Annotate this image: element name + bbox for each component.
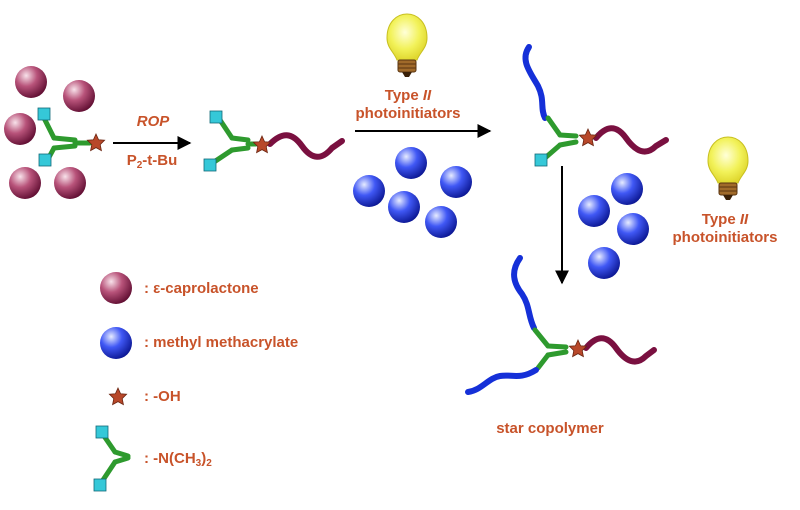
- amine-sub: 3: [195, 458, 202, 469]
- hydroxyl-star-icon: [87, 133, 105, 152]
- mma-monomer: [395, 147, 427, 179]
- pcl-chain: [267, 132, 345, 160]
- type-roman: II: [739, 211, 749, 228]
- legend-amine-label: : -N(CH3)2: [144, 450, 212, 469]
- mma-monomer: [588, 247, 620, 279]
- caprolactone-monomer: [15, 66, 47, 98]
- mma-monomers: [578, 173, 649, 279]
- catalyst-p: P: [126, 152, 137, 169]
- photoinitiators-text: photoinitiators: [672, 229, 778, 246]
- legend-caprolactone-label: : ε-caprolactone: [144, 280, 259, 297]
- photoinitiator-label-1: Type II photoinitiators: [328, 87, 488, 123]
- caprolactone-monomers: [4, 66, 95, 199]
- legend-caprolactone-swatch: [100, 272, 132, 304]
- pmma-chain: [522, 44, 548, 121]
- product-label: star copolymer: [496, 420, 604, 437]
- hydroxyl-star-icon: [252, 135, 272, 154]
- legend-mma-label: : methyl methacrylate: [144, 334, 299, 351]
- initiator-molecule: [37, 107, 105, 167]
- caprolactone-monomer: [54, 167, 86, 199]
- legend: [93, 272, 132, 492]
- mma-monomer: [578, 195, 610, 227]
- legend-mma-swatch: [100, 327, 132, 359]
- hydroxyl-star-icon: [579, 128, 597, 147]
- pcl-chain: [583, 335, 657, 365]
- mma-monomer: [611, 173, 643, 205]
- mma-monomer: [440, 166, 472, 198]
- light-bulb-icon: [386, 13, 428, 78]
- caprolactone-monomer: [4, 113, 36, 145]
- catalyst-label: P2-t-Bu: [110, 152, 194, 171]
- pcl-chain: [593, 125, 669, 155]
- caprolactone-monomer: [9, 167, 41, 199]
- legend-oh-label: : -OH: [144, 388, 181, 405]
- rop-label: ROP: [118, 113, 188, 131]
- pcl-macroinitiator: [203, 110, 345, 172]
- rop-text: ROP: [136, 113, 170, 130]
- amine-prefix: : -N(CH: [144, 450, 196, 467]
- pmma-chain: [465, 367, 539, 395]
- type-text: Type: [701, 211, 740, 228]
- diblock-intermediate: [522, 44, 669, 167]
- mma-monomer: [425, 206, 457, 238]
- mma-monomer: [388, 191, 420, 223]
- light-bulb-icon: [707, 136, 749, 201]
- amine-sub2: 2: [206, 458, 212, 469]
- hydroxyl-star-icon: [569, 339, 587, 358]
- catalyst-sub: 2: [136, 160, 143, 171]
- legend-oh-star-icon: [109, 387, 127, 406]
- type-roman: II: [422, 87, 432, 104]
- type-text: Type: [384, 87, 423, 104]
- mma-monomer: [353, 175, 385, 207]
- caprolactone-monomer: [63, 80, 95, 112]
- mma-monomers: [353, 147, 472, 238]
- pmma-chain: [511, 255, 537, 331]
- legend-amine-icon: [93, 425, 131, 492]
- mma-monomer: [617, 213, 649, 245]
- star-copolymer: [465, 255, 657, 395]
- photoinitiators-text: photoinitiators: [355, 105, 461, 122]
- amine-mid: ): [201, 450, 207, 467]
- photoinitiator-label-2: Type II photoinitiators: [650, 211, 800, 247]
- catalyst-suffix: -t-Bu: [142, 152, 178, 169]
